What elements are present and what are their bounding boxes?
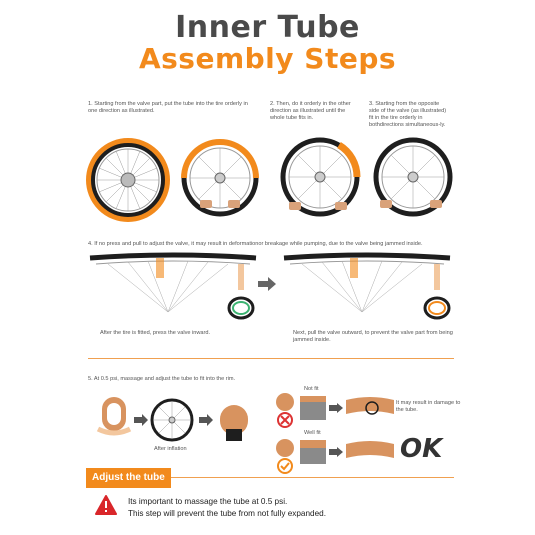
step1-text: 1. Starting from the valve part, put the…	[88, 101, 248, 114]
arrow-right-icon	[329, 403, 343, 413]
not-fit-result: It may result in damage to the tube.	[396, 400, 461, 413]
not-fit-icon	[276, 393, 294, 428]
well-fit-icon	[276, 439, 294, 474]
step4-text: 4. If no press and pull to adjust the va…	[88, 241, 423, 247]
step3-text: 3. Starting from the opposite side of th…	[369, 101, 447, 128]
tire-arc-right	[283, 252, 451, 313]
well-fit-tube	[346, 441, 394, 458]
wheel-inflation	[150, 398, 194, 442]
not-fit-label: Not fit	[304, 386, 319, 392]
not-fit-tube	[346, 397, 394, 415]
ok-label: OK	[400, 434, 443, 464]
wheel-step2	[280, 137, 361, 217]
title-line2: Assembly Steps	[138, 42, 397, 75]
well-fit-label: Well fit	[304, 430, 321, 436]
tube-in-hand	[96, 397, 132, 436]
not-fit-cross-section	[300, 396, 326, 420]
warning-icon	[95, 495, 117, 515]
tire-arc-left	[89, 252, 257, 313]
caption-left: After the tire is fitted, press the valv…	[100, 330, 211, 336]
wheel-step1a	[86, 138, 170, 222]
adjust-label: Adjust the tube	[86, 468, 171, 488]
warning-line2: This step will prevent the tube from not…	[128, 509, 326, 518]
title-line1: Inner Tube	[175, 10, 360, 45]
section-divider-2	[88, 477, 454, 478]
valve-detail-right	[423, 264, 451, 320]
section-divider	[88, 358, 454, 359]
well-fit-cross-section	[300, 440, 326, 464]
valve-detail-left	[227, 264, 255, 320]
arrow-right-icon	[199, 414, 213, 426]
step2-text: 2. Then, do it orderly in the other dire…	[270, 101, 351, 121]
arrow-right-icon	[134, 414, 148, 426]
wheel-step3	[373, 137, 453, 217]
arrow-right-icon	[329, 447, 343, 457]
after-inflation-label: After inflation	[154, 446, 187, 452]
step5-text: 5. At 0.5 psi, massage and adjust the tu…	[88, 376, 236, 382]
wheel-step1b	[181, 139, 259, 217]
tube-section	[220, 405, 248, 441]
arrow-right-icon	[258, 277, 276, 291]
caption-right: Next, pull the valve outward, to prevent…	[293, 330, 453, 343]
warning-line1: Its important to massage the tube at 0.5…	[128, 497, 288, 506]
